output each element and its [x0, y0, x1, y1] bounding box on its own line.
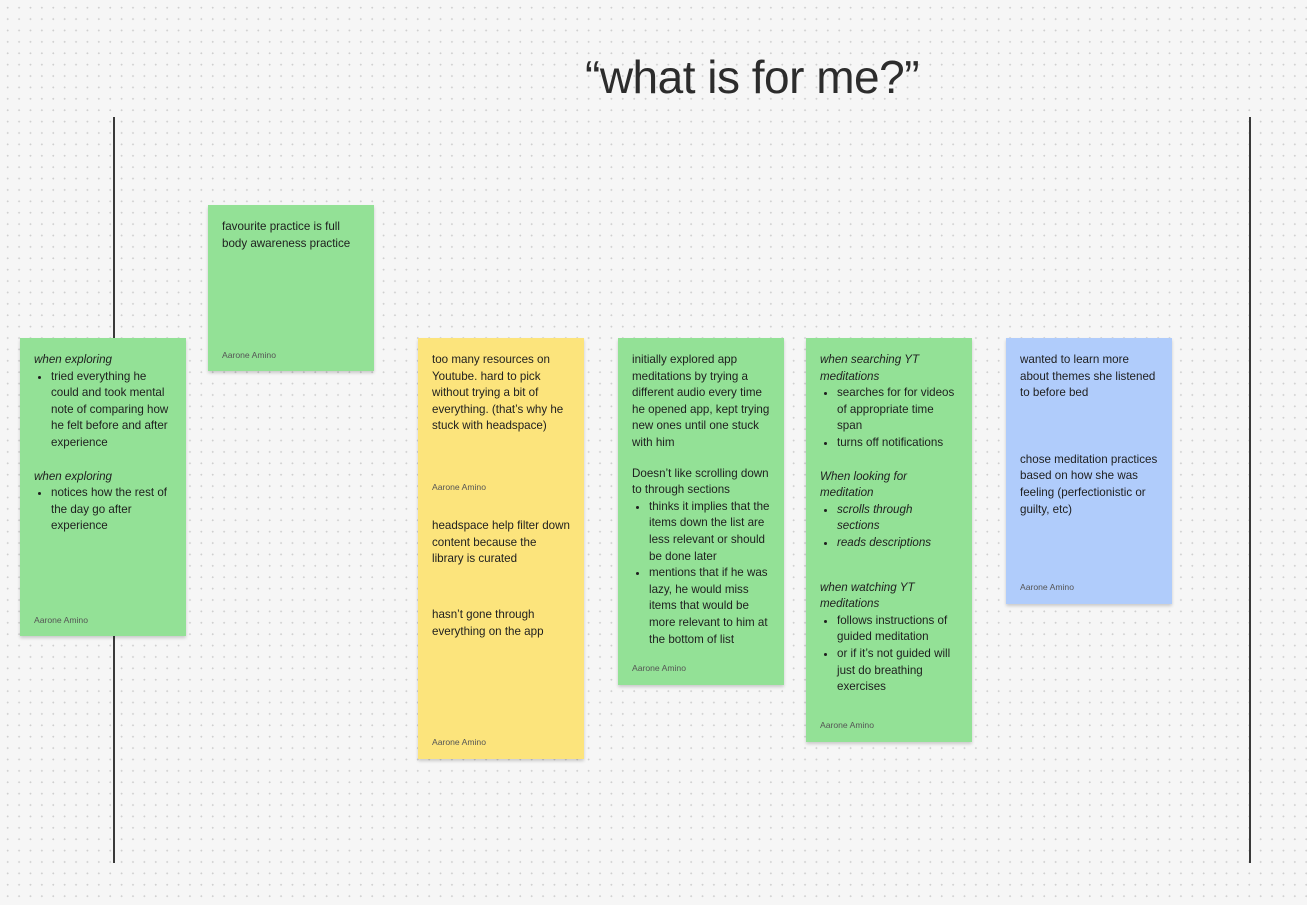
note-heading: when searching YT meditations [820, 353, 920, 383]
list-item: or if it’s not guided will just do breat… [837, 646, 958, 696]
sticky-note[interactable]: too many resources on Youtube. hard to p… [418, 338, 584, 759]
note-heading: when exploring [34, 353, 112, 366]
note-list: scrolls through sections reads descripti… [820, 502, 958, 552]
note-text: Doesn’t like scrolling down to through s… [632, 466, 769, 497]
list-item: reads descriptions [837, 535, 958, 552]
list-item: tried everything he could and took menta… [51, 369, 172, 452]
note-text: chose meditation practices based on how … [1020, 452, 1158, 516]
sticky-note[interactable]: wanted to learn more about themes she li… [1006, 338, 1172, 604]
list-item: follows instructions of guided meditatio… [837, 613, 958, 646]
note-heading: when watching YT meditations [820, 580, 915, 611]
note-list: notices how the rest of the day go after… [34, 485, 172, 535]
sticky-note[interactable]: initially explored app meditations by tr… [618, 338, 784, 685]
note-list: searches for for videos of appropriate t… [820, 385, 958, 451]
note-heading: when exploring [34, 469, 112, 483]
note-text: too many resources on Youtube. hard to p… [432, 353, 564, 433]
list-item: scrolls through sections [837, 502, 958, 535]
list-item: mentions that if he was lazy, he would m… [649, 565, 770, 648]
note-text: favourite practice is full body awarenes… [222, 220, 351, 250]
sticky-note[interactable]: when exploring tried everything he could… [20, 338, 186, 636]
author-label: Aarone Amino [432, 737, 486, 747]
note-list: thinks it implies that the items down th… [632, 499, 770, 648]
note-text: wanted to learn more about themes she li… [1020, 353, 1156, 400]
author-label: Aarone Amino [632, 663, 686, 673]
note-text: initially explored app meditations by tr… [632, 353, 770, 449]
list-item: turns off notifications [837, 435, 958, 452]
section-divider-right [1249, 117, 1251, 863]
list-item: searches for for videos of appropriate t… [837, 385, 958, 435]
note-list: follows instructions of guided meditatio… [820, 613, 958, 696]
sticky-note[interactable]: when searching YT meditations searches f… [806, 338, 972, 742]
sticky-note[interactable]: favourite practice is full body awarenes… [208, 205, 374, 371]
note-list: tried everything he could and took menta… [34, 369, 172, 452]
author-label: Aarone Amino [820, 720, 874, 730]
author-label: Aarone Amino [34, 615, 88, 625]
board-title: “what is for me?” [585, 51, 920, 103]
note-text: headspace help filter down content becau… [432, 519, 570, 566]
author-label: Aarone Amino [432, 482, 486, 492]
author-label: Aarone Amino [222, 350, 276, 360]
list-item: thinks it implies that the items down th… [649, 499, 770, 565]
list-item: notices how the rest of the day go after… [51, 485, 172, 535]
author-label: Aarone Amino [1020, 582, 1074, 592]
note-text: hasn’t gone through everything on the ap… [432, 608, 544, 638]
note-heading: When looking for meditation [820, 469, 907, 500]
